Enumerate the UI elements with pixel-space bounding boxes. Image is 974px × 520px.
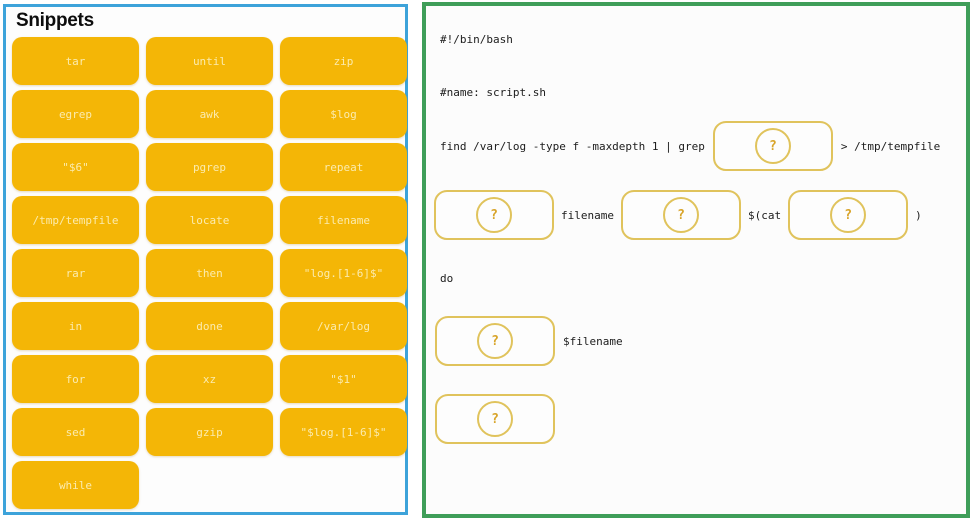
loop-end-line: ? xyxy=(435,393,555,445)
question-mark-icon: ? xyxy=(476,197,512,233)
loop-header-line: ? filename ? $(cat ? ) xyxy=(434,189,922,241)
find-line: find /var/log -type f -maxdepth 1 | grep… xyxy=(440,120,940,172)
snippet-var-log[interactable]: /var/log xyxy=(280,302,407,350)
snippets-panel: Snippets tar until zip egrep awk $log "$… xyxy=(3,4,408,515)
dropzone-placeholder: ? xyxy=(491,411,499,427)
snippets-grid: tar until zip egrep awk $log "$6" pgrep … xyxy=(12,37,407,509)
dropzone-placeholder: ? xyxy=(490,207,498,223)
dropzone-placeholder: ? xyxy=(844,207,853,223)
snippet-for[interactable]: for xyxy=(12,355,139,403)
dropzone-body-command[interactable]: ? xyxy=(435,316,555,366)
snippet-in[interactable]: in xyxy=(12,302,139,350)
loop-body-line: ? $filename xyxy=(435,315,623,367)
snippet-quoted-dollar-6[interactable]: "$6" xyxy=(12,143,139,191)
question-mark-icon: ? xyxy=(754,128,791,164)
snippets-title: Snippets xyxy=(16,10,94,31)
snippet-then[interactable]: then xyxy=(146,249,273,297)
question-mark-icon: ? xyxy=(477,323,513,359)
snippet-zip[interactable]: zip xyxy=(280,37,407,85)
find-command-text: find /var/log -type f -maxdepth 1 | grep xyxy=(440,139,705,153)
question-mark-icon: ? xyxy=(477,401,513,437)
snippet-xz[interactable]: xz xyxy=(146,355,273,403)
snippet-until[interactable]: until xyxy=(146,37,273,85)
dropzone-grep-pattern[interactable]: ? xyxy=(712,121,833,171)
question-mark-icon: ? xyxy=(830,197,867,233)
do-keyword-line: do xyxy=(440,272,454,285)
snippet-tar[interactable]: tar xyxy=(12,37,139,85)
snippet-dollar-log-regex[interactable]: "$log.[1-6]$" xyxy=(280,408,407,456)
snippet-awk[interactable]: awk xyxy=(146,90,273,138)
dropzone-loop-keyword[interactable]: ? xyxy=(434,190,554,240)
script-panel: #!/bin/bash #name: script.sh find /var/l… xyxy=(422,2,970,518)
snippet-pgrep[interactable]: pgrep xyxy=(146,143,273,191)
body-argument-text: $filename xyxy=(563,334,623,348)
dropzone-placeholder: ? xyxy=(491,333,499,349)
snippet-egrep[interactable]: egrep xyxy=(12,90,139,138)
name-comment-line: #name: script.sh xyxy=(440,86,546,99)
snippet-tmp-tempfile[interactable]: /tmp/tempfile xyxy=(12,196,139,244)
question-mark-icon: ? xyxy=(662,197,699,233)
dropzone-placeholder: ? xyxy=(768,138,777,154)
dropzone-placeholder: ? xyxy=(677,207,685,223)
dropzone-loop-end-keyword[interactable]: ? xyxy=(435,394,555,444)
close-paren-text: ) xyxy=(915,208,922,222)
snippet-done[interactable]: done xyxy=(146,302,273,350)
cat-subshell-text: $(cat xyxy=(747,208,782,222)
dropzone-loop-operator[interactable]: ? xyxy=(620,190,741,240)
loop-variable-text: filename xyxy=(561,208,614,222)
snippet-repeat[interactable]: repeat xyxy=(280,143,407,191)
shebang-line: #!/bin/bash xyxy=(440,33,513,46)
snippet-rar[interactable]: rar xyxy=(12,249,139,297)
snippet-sed[interactable]: sed xyxy=(12,408,139,456)
snippet-while[interactable]: while xyxy=(12,461,139,509)
snippet-log-regex[interactable]: "log.[1-6]$" xyxy=(280,249,407,297)
snippet-gzip[interactable]: gzip xyxy=(146,408,273,456)
snippet-dollar-log[interactable]: $log xyxy=(280,90,407,138)
redirect-text: > /tmp/tempfile xyxy=(840,139,941,153)
snippet-locate[interactable]: locate xyxy=(146,196,273,244)
snippet-filename[interactable]: filename xyxy=(280,196,407,244)
snippet-quoted-dollar-1[interactable]: "$1" xyxy=(280,355,407,403)
dropzone-cat-argument[interactable]: ? xyxy=(788,190,909,240)
